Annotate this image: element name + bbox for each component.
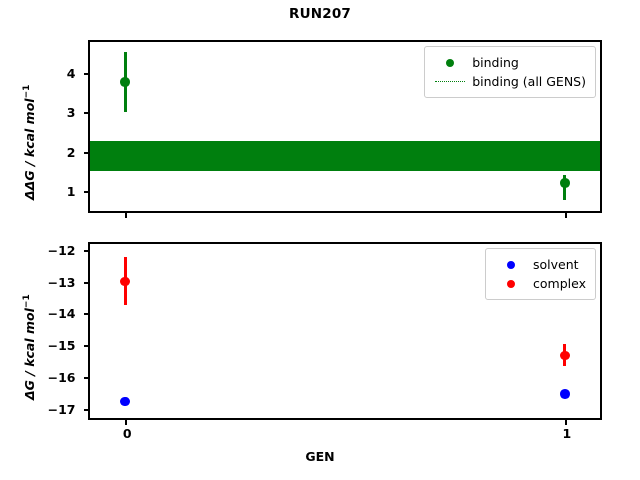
y-tick-label: 4 xyxy=(66,66,76,82)
y-tick: −14 xyxy=(48,306,90,321)
data-point-complex[interactable] xyxy=(560,350,570,361)
y-tick: 2 xyxy=(67,145,90,160)
y-tick-label: 1 xyxy=(66,183,76,199)
y-tick-label: −15 xyxy=(47,338,76,354)
y-tick: −13 xyxy=(48,275,90,290)
data-point-solvent[interactable] xyxy=(560,389,570,399)
legend-label-binding: binding xyxy=(472,55,519,70)
legend-dotted-line-icon xyxy=(433,81,467,82)
y-tick-label: −13 xyxy=(47,274,76,290)
y-tick: 4 xyxy=(67,66,90,81)
y-axis-label-bottom-text: ΔG / kcal mol xyxy=(22,308,38,400)
axes-free-energy-panel: −12 −13 −14 −15 −16 −17 0 1 solvent complex xyxy=(48,242,602,441)
y-tick-label: 3 xyxy=(66,105,76,121)
legend-label-complex: complex xyxy=(533,276,586,291)
x-tick: 1 xyxy=(562,418,571,441)
y-tick: −17 xyxy=(48,402,90,417)
y-tick: −12 xyxy=(48,243,90,258)
plot-area-binding xyxy=(90,42,600,211)
x-tick xyxy=(564,211,567,218)
y-tick-label: −12 xyxy=(47,242,76,258)
x-tick-label: 0 xyxy=(122,426,132,441)
y-tick-label: −16 xyxy=(47,370,76,386)
legend-free-energy[interactable]: solvent complex xyxy=(485,248,596,300)
x-tick xyxy=(125,211,128,218)
figure-title: RUN207 xyxy=(288,6,352,22)
y-axis-label-top-exponent: −1 xyxy=(22,84,32,99)
axes-binding-panel: 1 2 3 4 binding binding (all GENS) xyxy=(67,40,602,218)
confidence-band-binding-all-gens- xyxy=(90,140,600,171)
legend-item-solvent[interactable]: solvent xyxy=(494,255,586,274)
legend-marker-complex-icon xyxy=(494,279,528,288)
legend-marker-binding-icon xyxy=(433,58,467,67)
x-axis-label: GEN xyxy=(305,449,335,464)
x-tick: 0 xyxy=(123,418,132,441)
x-tick-label: 1 xyxy=(562,426,572,441)
data-point-complex[interactable] xyxy=(120,276,130,287)
y-tick: −15 xyxy=(48,338,90,353)
legend-item-complex[interactable]: complex xyxy=(494,274,586,293)
legend-item-binding[interactable]: binding xyxy=(433,53,586,72)
y-axis-label-bottom-exponent: −1 xyxy=(22,294,32,309)
data-point-solvent[interactable] xyxy=(120,396,130,407)
legend-label-solvent: solvent xyxy=(533,257,579,272)
legend-marker-solvent-icon xyxy=(494,260,528,269)
legend-binding[interactable]: binding binding (all GENS) xyxy=(424,46,596,98)
data-point-binding[interactable] xyxy=(560,178,570,188)
y-tick: −16 xyxy=(48,370,90,385)
y-axis-label-top: ΔΔG / kcal mol−1 xyxy=(22,85,37,200)
y-tick: 1 xyxy=(67,184,90,199)
data-point-binding[interactable] xyxy=(120,77,130,87)
y-axis-label-bottom: ΔG / kcal mol−1 xyxy=(22,294,37,400)
legend-item-binding-all-gens[interactable]: binding (all GENS) xyxy=(433,72,586,91)
legend-label-binding-all-gens: binding (all GENS) xyxy=(472,74,586,89)
y-tick: 3 xyxy=(67,105,90,120)
y-tick-label: −14 xyxy=(47,306,76,322)
y-tick-label: 2 xyxy=(66,144,76,160)
plot-area-free-energy xyxy=(90,244,600,418)
y-tick-label: −17 xyxy=(47,402,76,418)
y-axis-label-top-text: ΔΔG / kcal mol xyxy=(22,98,38,200)
